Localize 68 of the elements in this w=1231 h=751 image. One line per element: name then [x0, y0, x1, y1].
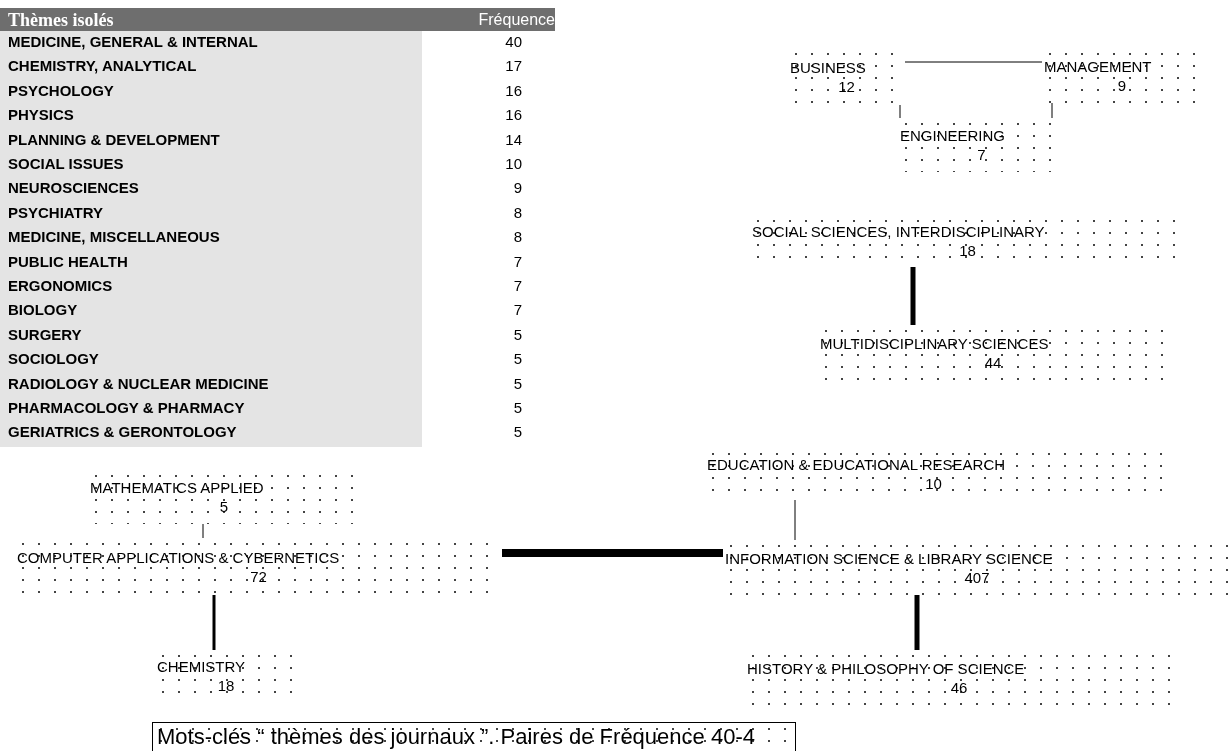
topic-frequency: 407 [964, 567, 990, 587]
connector-line [914, 595, 920, 650]
table-cell: 40 [505, 32, 522, 51]
table-cell: 9 [513, 178, 522, 198]
table-cell: 16 [505, 105, 522, 125]
topic-frequency: 9 [1117, 75, 1127, 95]
table-cell: 8 [513, 202, 522, 222]
table-cell: PHARMACOLOGY & PHARMACY [8, 398, 245, 417]
topic-name: MATHEMATICS APPLIED [90, 478, 264, 497]
table-cell: 14 [505, 129, 522, 149]
topic-frequency: 5 [219, 497, 229, 516]
topic-name: MULTIDISCIPLINARY SCIENCES [820, 333, 1049, 353]
table-cell: 10 [505, 154, 522, 173]
connector-line [202, 523, 204, 539]
table-cell: PLANNING & DEVELOPMENT [8, 129, 220, 149]
topic-frequency: 10 [925, 474, 942, 493]
column-header: Fréquence [478, 10, 555, 30]
connector-line [212, 595, 216, 650]
topic-frequency: 72 [250, 566, 267, 586]
connector-line [899, 104, 901, 119]
table-cell: 5 [513, 324, 522, 344]
table-cell: PHYSICS [8, 105, 74, 125]
topic-frequency: 46 [950, 677, 968, 697]
table-cell: ERGONOMICS [8, 276, 113, 295]
connector-line [1051, 102, 1053, 119]
table-cell: 16 [505, 80, 522, 100]
table-cell: PUBLIC HEALTH [8, 251, 128, 271]
table-cell: 5 [513, 373, 522, 393]
table-cell: PSYCHOLOGY [8, 80, 114, 100]
table-cell: MEDICINE, MISCELLANEOUS [8, 227, 220, 247]
topic-frequency: 18 [959, 241, 976, 260]
topic-frequency: 44 [984, 352, 1002, 372]
table-cell: 5 [513, 398, 522, 417]
table-cell: 7 [513, 251, 522, 271]
table-cell: MEDICINE, GENERAL & INTERNAL [8, 32, 258, 51]
connector-line [904, 61, 1043, 63]
table-cell: NEUROSCIENCES [8, 178, 139, 198]
table-cell: SOCIAL ISSUES [8, 154, 124, 173]
table-cell: PSYCHIATRY [8, 202, 103, 222]
table-cell: 8 [513, 227, 522, 247]
topic-name: HISTORY & PHILOSOPHY OF SCIENCE [747, 658, 1025, 678]
table-cell: SOCIOLOGY [8, 349, 99, 369]
topic-name: COMPUTER APPLICATIONS & CYBERNETICS [17, 547, 340, 567]
connector-line [794, 499, 796, 541]
topic-frequency: 12 [838, 76, 855, 96]
table-cell: CHEMISTRY, ANALYTICAL [8, 56, 197, 76]
column-header: Thèmes isolés [8, 9, 114, 31]
topic-frequency: 7 [977, 145, 986, 164]
table-cell: BIOLOGY [8, 300, 78, 320]
connector-line [910, 267, 916, 325]
table-cell: SURGERY [8, 324, 82, 344]
table-cell: 5 [513, 349, 522, 369]
topic-name: CHEMISTRY [157, 657, 246, 676]
table-cell: 5 [513, 422, 522, 442]
caption: Mots-clés “ thèmes des journaux ”. Paires de Fréquence 40-4 [157, 724, 755, 749]
topic-name: INFORMATION SCIENCE & LIBRARY SCIENCE [725, 548, 1053, 568]
table-cell: 17 [505, 56, 522, 76]
table-cell: 7 [513, 276, 522, 295]
topic-name: ENGINEERING [900, 126, 1005, 145]
topic-name: MANAGEMENT [1044, 56, 1152, 76]
topic-name: SOCIAL SCIENCES, INTERDISCIPLINARY [752, 222, 1045, 241]
topic-frequency: 18 [217, 676, 235, 695]
connector-line [502, 549, 723, 557]
topic-name: EDUCATION & EDUCATIONAL RESEARCH [707, 455, 1006, 474]
table-cell: 7 [513, 300, 522, 320]
table-cell: RADIOLOGY & NUCLEAR MEDICINE [8, 373, 269, 393]
topic-name: BUSINESS [790, 57, 866, 77]
table-cell: GERIATRICS & GERONTOLOGY [8, 422, 237, 442]
